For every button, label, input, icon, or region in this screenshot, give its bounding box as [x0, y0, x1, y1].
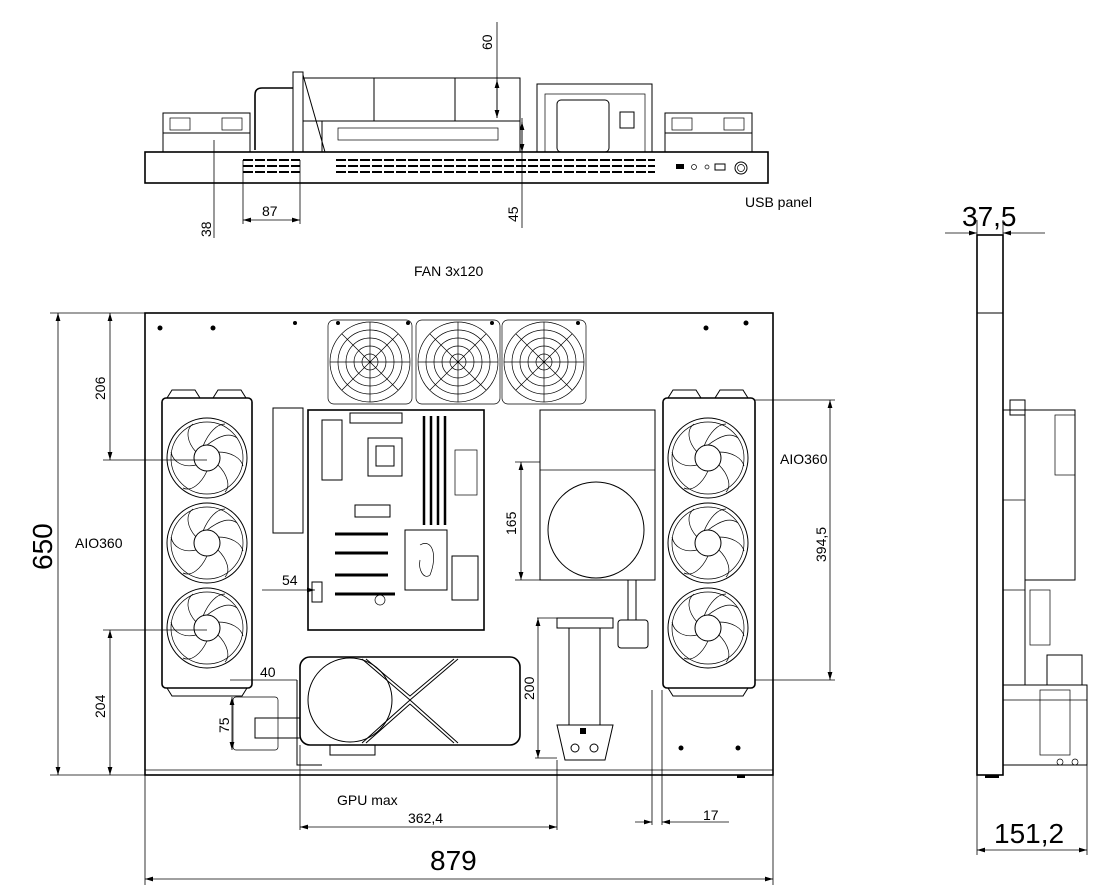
front-view: FAN 3x120 — [27, 263, 835, 885]
dim-60-label: 60 — [479, 34, 495, 50]
dim-40-label: 40 — [260, 664, 276, 680]
aio360-left-label: AIO360 — [75, 535, 123, 551]
dim-650-label: 650 — [27, 523, 58, 570]
usb-panel-label: USB panel — [745, 194, 812, 210]
side-view: 37,5 151,2 — [945, 201, 1088, 855]
top-view: 60 45 38 87 USB panel — [144, 22, 812, 238]
dim-151-2-label: 151,2 — [994, 818, 1064, 849]
fan-icon — [166, 502, 248, 584]
case-base-top — [144, 151, 769, 184]
pump-reservoir-block — [539, 409, 656, 649]
dim-38-label: 38 — [198, 221, 214, 237]
dim-87-label: 87 — [262, 203, 278, 219]
fan-icon — [667, 417, 749, 499]
pump-tube — [556, 617, 614, 761]
dim-879-label: 879 — [430, 845, 477, 876]
gpu — [232, 656, 521, 766]
case-plate — [144, 312, 774, 776]
fan-3x120-label: FAN 3x120 — [414, 263, 483, 279]
top-fan-grills — [327, 319, 587, 405]
dim-204-label: 204 — [92, 694, 108, 718]
fan-icon — [667, 502, 749, 584]
psu-top — [536, 83, 653, 153]
aio360-right-label: AIO360 — [780, 451, 828, 467]
gpu-max-label: GPU max — [337, 792, 398, 808]
fan-icon — [166, 587, 248, 669]
dim-165-label: 165 — [503, 511, 519, 535]
left-radiator-fan-top — [162, 112, 251, 153]
vent-slots — [243, 159, 655, 173]
dim-45-label: 45 — [505, 206, 521, 222]
side-plate — [976, 234, 1004, 776]
dim-200-label: 200 — [521, 676, 537, 700]
fan-icon — [166, 417, 248, 499]
right-radiator-fan-top — [664, 112, 753, 153]
side-components — [985, 399, 1088, 778]
dim-394-5-label: 394,5 — [813, 527, 829, 562]
dim-206-label: 206 — [92, 376, 108, 400]
usb-panel-ports — [676, 161, 748, 175]
dim-17-label: 17 — [703, 807, 719, 823]
dim-75-label: 75 — [216, 717, 232, 733]
right-aio360-radiator — [662, 389, 756, 697]
fan-icon — [667, 587, 749, 669]
dim-37-5-label: 37,5 — [962, 201, 1017, 232]
io-cover — [272, 407, 304, 534]
left-aio360-radiator — [161, 389, 253, 697]
motherboard-gpu-top — [254, 71, 521, 153]
mounting-holes — [157, 320, 749, 751]
dim-362-4-label: 362,4 — [408, 810, 443, 826]
motherboard — [307, 409, 485, 631]
dim-54-label: 54 — [282, 572, 298, 588]
